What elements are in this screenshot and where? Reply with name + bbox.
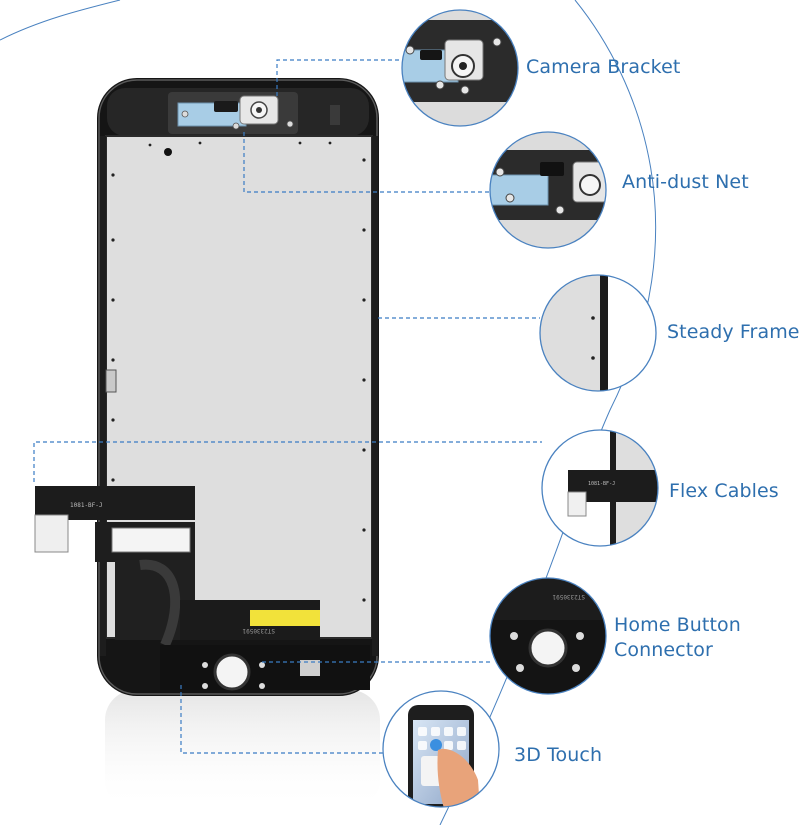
callout-text: Steady Frame	[667, 321, 800, 343]
camera-bracket-part	[168, 92, 298, 134]
home-button-area	[160, 645, 370, 691]
finger	[437, 748, 480, 807]
callout-text: Camera Bracket	[526, 56, 681, 78]
leader-flex-cables	[33, 441, 542, 482]
connector-print: ST2330591	[242, 627, 275, 634]
leader-anti-dust-net	[243, 132, 491, 193]
edge-dots	[111, 141, 366, 602]
zoom-steady-frame	[539, 274, 657, 392]
label-steady-frame: Steady Frame	[667, 320, 800, 345]
callout-text: 3D Touch	[514, 744, 603, 766]
flex-print: 1081-BF-J	[70, 502, 103, 509]
zoom-home-button-connector: ST2330591	[489, 577, 607, 695]
label-flex-cables: Flex Cables	[669, 479, 779, 504]
callout-text: Anti-dust Net	[622, 171, 749, 193]
zoom-anti-dust-net	[489, 131, 607, 249]
label-home-button-connector: Home Button Connector	[614, 613, 741, 663]
callout-text: Connector	[614, 639, 713, 661]
right-rail	[372, 136, 378, 656]
label-camera-bracket: Camera Bracket	[526, 55, 680, 80]
leader-3d-touch	[180, 685, 384, 754]
background-arc	[0, 0, 121, 41]
svg-text:ST2330591: ST2330591	[552, 593, 585, 600]
zoom-camera-bracket	[401, 9, 519, 127]
zoom-flex-cables: 1081-BF-J	[541, 429, 659, 547]
label-anti-dust-net: Anti-dust Net	[622, 170, 749, 195]
sensor-hole	[164, 148, 172, 156]
zoom-3d-touch	[382, 690, 500, 808]
callout-text: Home Button	[614, 614, 741, 636]
side-tab	[105, 369, 117, 393]
leader-lines	[33, 59, 542, 754]
flex-cable-part: 1081-BF-J ST2330591	[34, 486, 320, 648]
svg-text:1081-BF-J: 1081-BF-J	[588, 481, 615, 487]
left-rail	[100, 136, 106, 656]
lcd-assembly: 1081-BF-J ST2330591	[34, 78, 380, 810]
leader-camera-bracket	[276, 59, 403, 96]
label-3d-touch: 3D Touch	[514, 743, 602, 768]
callout-text: Flex Cables	[669, 480, 779, 502]
reflection	[105, 690, 380, 810]
